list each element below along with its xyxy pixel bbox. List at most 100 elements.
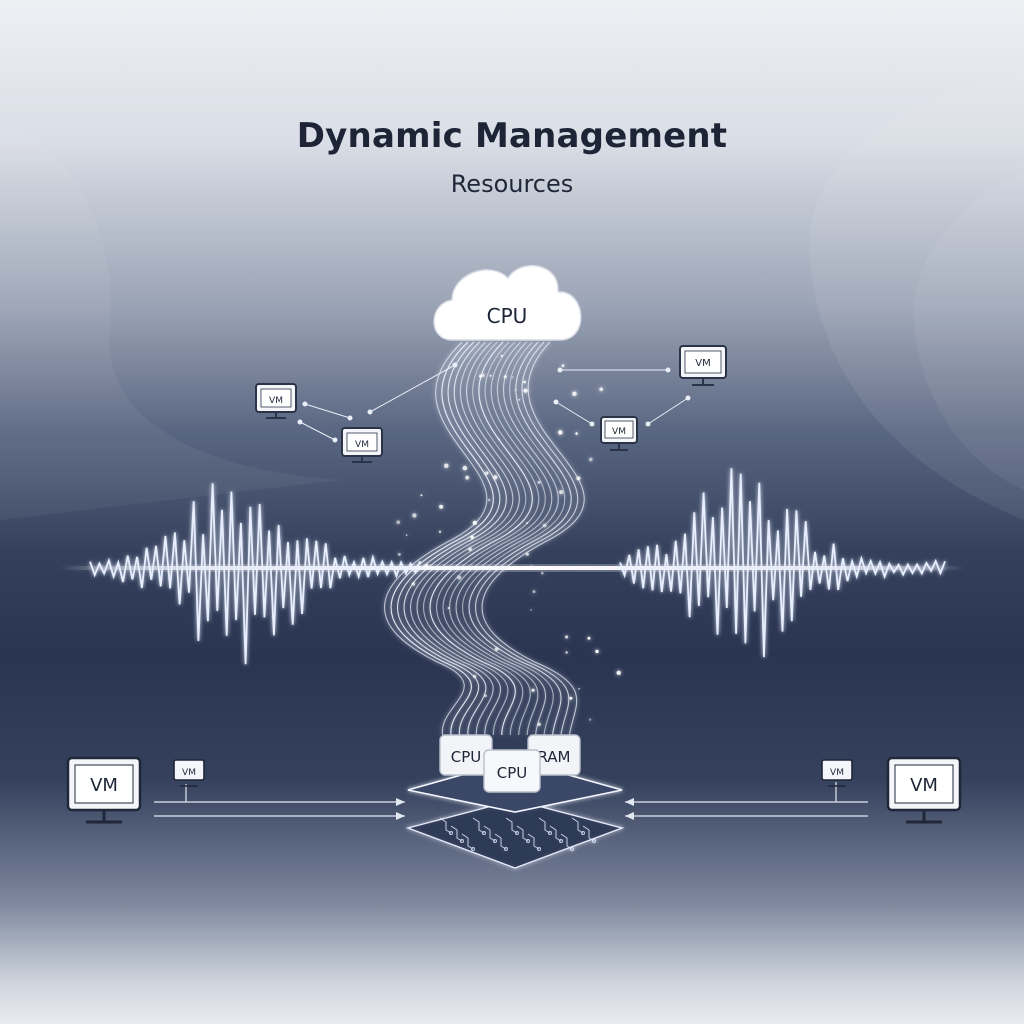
circuit-pattern [439, 817, 596, 851]
diagram-subtitle: Resources [450, 170, 574, 198]
flow-strand [449, 341, 553, 736]
sparkle [576, 476, 581, 481]
sparkle [494, 647, 499, 651]
vm-label: VM [355, 440, 369, 450]
flow-strand [390, 341, 494, 736]
vm-label: VM [612, 427, 626, 437]
sparkle [572, 391, 577, 397]
vm-monitor-bottom-right-large: VM [886, 756, 962, 824]
sparkle [484, 694, 487, 698]
vm-label: VM [90, 775, 118, 796]
sparkle [447, 606, 450, 610]
circuit-node [482, 831, 486, 835]
sparkle [465, 475, 470, 480]
sparkle [481, 373, 485, 377]
flow-strand [468, 341, 572, 736]
sparkle [531, 688, 535, 692]
bg-swirl-right-inner [913, 170, 1024, 490]
vm-label: VM [695, 358, 710, 369]
sparkle [425, 564, 429, 568]
sparkle [487, 498, 491, 502]
flow-strand [442, 341, 546, 736]
vm-monitor-top-right-2: VM [600, 416, 638, 451]
sparkle [532, 590, 536, 594]
sparkle [589, 718, 592, 721]
flow-strand [436, 341, 540, 736]
sparkle [412, 513, 417, 518]
circuit-trace [483, 825, 496, 842]
sparkle [439, 504, 444, 509]
chip-cpu-center-label: CPU [497, 764, 528, 782]
circuit-trace [582, 825, 595, 842]
circuit-node [559, 839, 563, 843]
sparkle [444, 463, 449, 469]
sparkle [530, 565, 533, 567]
sparkle [578, 687, 580, 690]
vm-label: VM [269, 396, 283, 406]
sparkle [468, 547, 472, 551]
sparkle [587, 636, 591, 640]
bg-swirl-right [809, 70, 1024, 520]
signal-wave-left [89, 483, 421, 665]
circuit-trace [516, 825, 529, 842]
horizon-line [60, 566, 964, 570]
sparkle [438, 530, 442, 533]
sparkle [558, 430, 563, 435]
sparkle [511, 376, 514, 378]
resource-flow-strands [384, 341, 621, 736]
top-connectors [297, 362, 691, 443]
signal-wave-right [619, 468, 946, 658]
vm-monitor-bottom-left-large: VM [66, 756, 142, 824]
sparkle [462, 465, 468, 471]
chip-ram-label: RAM [537, 748, 570, 766]
sparkle [523, 380, 526, 384]
vm-label: VM [830, 768, 844, 778]
sparkle [526, 522, 529, 524]
vm-monitor-top-right-1: VM [679, 345, 727, 386]
flow-strand [462, 341, 566, 736]
flow-strand [416, 341, 520, 736]
circuit-trace [571, 817, 584, 834]
sparkle [472, 674, 477, 679]
flow-strand [423, 341, 527, 736]
circuit-trace [560, 833, 573, 850]
circuit-node [570, 847, 574, 851]
sparkle [489, 374, 492, 377]
sparkle [559, 490, 564, 495]
circuit-trace [439, 817, 452, 834]
circuit-node [460, 839, 464, 843]
circuit-trace [527, 833, 540, 850]
circuit-trace [538, 817, 551, 834]
circuit-node [504, 847, 508, 851]
cloud-cpu: CPU [433, 264, 582, 341]
sparkle [493, 475, 498, 480]
vm-monitor-bottom-right-small: VM [821, 759, 853, 787]
flow-strand [481, 341, 585, 736]
circuit-trace [494, 833, 507, 850]
circuit-node [592, 839, 596, 843]
vm-label: VM [182, 768, 196, 778]
vm-label: VM [910, 775, 938, 796]
sparkle [575, 432, 578, 435]
sparkle [589, 457, 593, 462]
circuit-node [449, 831, 453, 835]
sparkle [616, 670, 621, 675]
sparkle [397, 552, 401, 556]
sparkle [565, 635, 569, 639]
sparkle [470, 535, 474, 539]
sparkle [518, 398, 521, 401]
sparkle [561, 364, 565, 368]
circuit-node [537, 847, 541, 851]
sparkle [595, 649, 599, 654]
bg-swirl-left [0, 120, 340, 520]
circuit-node [526, 839, 530, 843]
chip-cpu-left: CPU [439, 734, 493, 776]
flow-strand [397, 341, 501, 736]
flow-strand [384, 341, 488, 736]
flow-strand [455, 341, 559, 736]
sparkle [503, 375, 507, 379]
flow-strand [403, 341, 507, 736]
stack-bottom-plate [405, 799, 625, 869]
sparkle [405, 534, 408, 536]
